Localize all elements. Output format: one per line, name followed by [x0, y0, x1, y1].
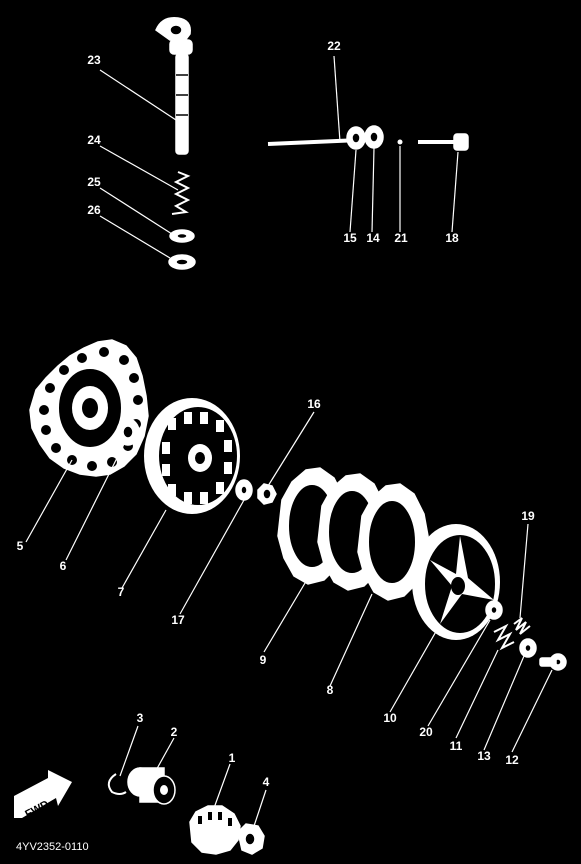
part-18-push-rod-2: [418, 133, 469, 151]
part-10-pressure-plate: [412, 524, 500, 640]
callout-19: 19: [521, 509, 535, 523]
part-2-bearing: [127, 767, 176, 805]
callout-26: 26: [87, 203, 101, 217]
part-17-washer: [235, 479, 253, 501]
drawing-code: 4YV2352-0110: [16, 841, 89, 853]
part-20-collar: [485, 600, 503, 620]
callout-1: 1: [229, 751, 236, 765]
part-1-gear: [189, 805, 241, 855]
part-24-spring: [171, 171, 191, 215]
part-21-ball: [397, 139, 403, 145]
callout-21: 21: [394, 231, 408, 245]
part-7-clutch-boss: [144, 398, 240, 514]
callout-13: 13: [477, 749, 491, 763]
part-16-nut: [257, 483, 277, 505]
callout-8: 8: [327, 683, 334, 697]
part-5-primary-driven-gear: [29, 339, 149, 477]
part-11-spring: [493, 623, 515, 651]
callout-14: 14: [366, 231, 380, 245]
part-13-washer: [519, 638, 537, 658]
part-3-circlip: [107, 773, 127, 795]
callout-22: 22: [327, 39, 341, 53]
part-15-14-ball-washer: [346, 125, 384, 150]
callout-2: 2: [171, 725, 178, 739]
part-25-washer: [169, 229, 195, 243]
leader-lines: [25, 55, 553, 827]
part-6-spacer: [116, 418, 140, 446]
part-8-clutch-plates: [357, 483, 429, 601]
callout-5: 5: [17, 539, 24, 553]
callout-15: 15: [343, 231, 357, 245]
part-19-spring: [513, 617, 531, 635]
callout-20: 20: [419, 725, 433, 739]
callout-12: 12: [505, 753, 519, 767]
fwd-arrow: FWD: [14, 770, 72, 821]
callout-7: 7: [118, 585, 125, 599]
callout-10: 10: [383, 711, 397, 725]
callout-17: 17: [171, 613, 185, 627]
callout-11: 11: [450, 739, 463, 753]
callout-6: 6: [60, 559, 67, 573]
callout-24: 24: [87, 133, 101, 147]
part-22-push-rod: [267, 138, 361, 146]
part-26-oil-seal: [168, 254, 196, 270]
part-23-push-lever-shaft: [155, 17, 193, 155]
callout-16: 16: [307, 397, 321, 411]
callout-25: 25: [87, 175, 101, 189]
callout-9: 9: [260, 653, 267, 667]
callout-23: 23: [87, 53, 101, 67]
part-12-bolt: [539, 653, 567, 671]
callout-18: 18: [445, 231, 459, 245]
part-4-nut: [237, 823, 265, 855]
callout-3: 3: [137, 711, 144, 725]
callout-4: 4: [263, 775, 270, 789]
callout-labels: 23 24 25 26 22 15 14 21 18 5 6 7 17 16 9…: [17, 39, 535, 789]
